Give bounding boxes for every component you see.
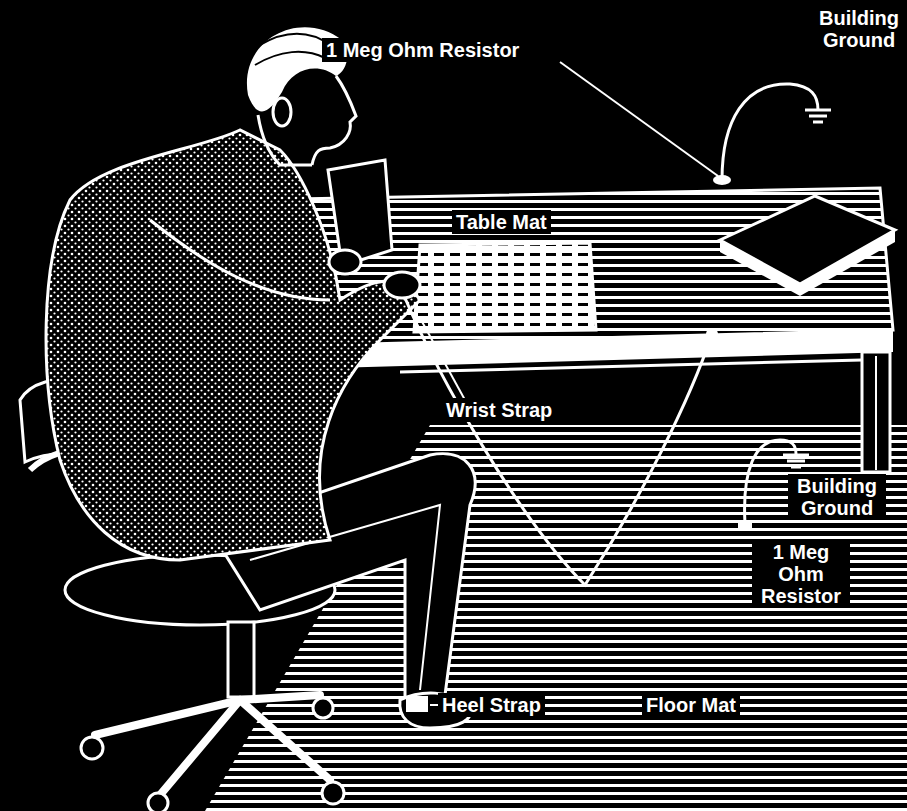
leader-line <box>560 62 718 176</box>
jacket <box>46 130 420 560</box>
sleeve-line <box>150 220 330 300</box>
caster <box>313 698 333 718</box>
callout-label: Heel Strap <box>438 693 545 717</box>
book <box>720 196 895 284</box>
ear <box>273 98 291 126</box>
table-leg-line <box>875 356 877 470</box>
callout-label: 1 Meg Ohm Resistor <box>322 38 523 62</box>
ground-bar <box>783 454 809 457</box>
chair-base <box>95 695 330 795</box>
caster <box>81 737 103 759</box>
ground-bar <box>813 121 823 124</box>
leader-line <box>420 318 465 400</box>
neck <box>258 115 312 165</box>
face-profile <box>312 76 356 165</box>
ground-symbol <box>805 110 831 122</box>
table-mat <box>414 243 596 332</box>
callout-label: 1 Meg Ohm Resistor <box>752 540 850 608</box>
callout-label: Building Ground <box>788 474 886 520</box>
caster <box>322 782 344 804</box>
chair-leg <box>240 695 320 700</box>
ground-snap <box>706 328 718 340</box>
ground-bar <box>805 109 831 112</box>
table-leg <box>862 352 890 472</box>
book-side <box>800 230 895 296</box>
heel-strap-band <box>406 696 428 712</box>
hand <box>384 272 420 298</box>
wrist-strap-cord <box>405 298 712 585</box>
chair-leg <box>160 700 240 795</box>
callout-label: Wrist Strap <box>442 398 556 422</box>
ground-bar <box>809 115 827 118</box>
ground-symbol <box>783 455 809 467</box>
ground-bar <box>787 460 805 463</box>
hair-strands <box>255 34 330 65</box>
ground-bar <box>791 466 801 469</box>
hand <box>329 250 361 274</box>
chair-column <box>228 622 254 697</box>
callout-label: Floor Mat <box>642 693 740 717</box>
book-side <box>720 240 800 296</box>
callout-label: Building Ground <box>813 6 905 52</box>
chair-casters <box>81 698 344 811</box>
table-rail <box>400 360 862 372</box>
ground-wire <box>722 84 818 180</box>
callout-label: Table Mat <box>452 210 551 234</box>
caster <box>148 793 168 811</box>
